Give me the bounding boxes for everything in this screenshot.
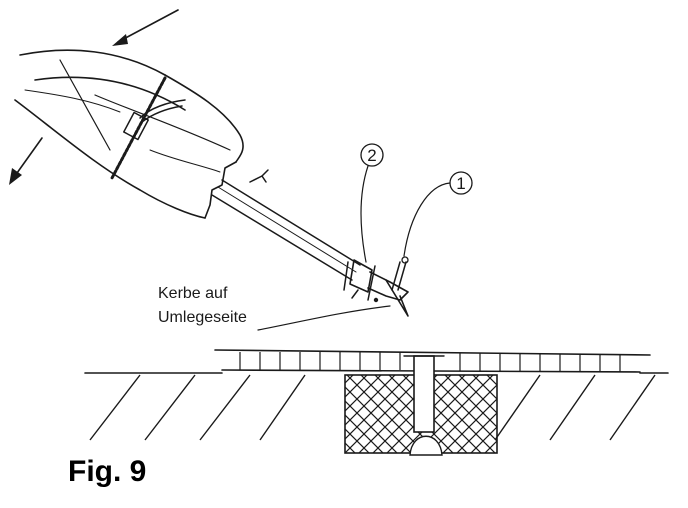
tree-trunk xyxy=(14,49,244,219)
felling-lever xyxy=(211,169,409,317)
fall-direction-arrows xyxy=(9,9,179,185)
callout-2-number: 2 xyxy=(367,146,376,165)
notch-label-line1: Kerbe auf xyxy=(158,285,228,302)
notch-label-line2: Umlegeseite xyxy=(158,309,247,326)
notch-callout: Kerbe auf Umlegeseite xyxy=(158,285,391,331)
trunk-strap xyxy=(110,76,186,180)
callout-1: 1 xyxy=(403,171,473,257)
callout-2: 2 xyxy=(360,143,384,263)
figure-caption: Fig. 9 xyxy=(68,455,147,488)
callout-1-number: 1 xyxy=(456,174,465,193)
ground-section xyxy=(84,349,669,456)
